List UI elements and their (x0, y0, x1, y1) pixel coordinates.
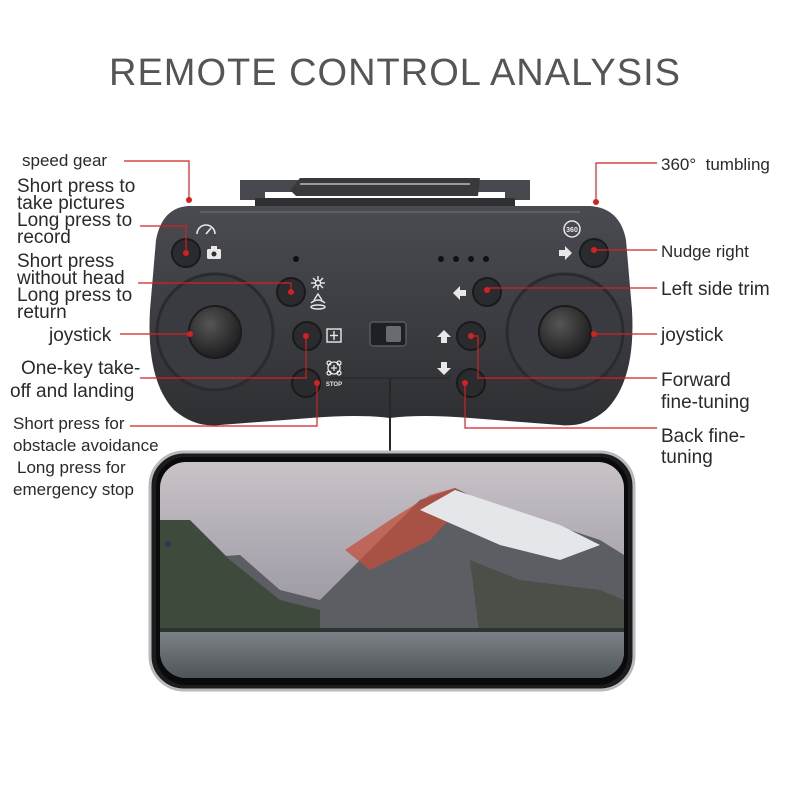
arrow-down-icon (437, 362, 451, 375)
calibrate-icon (326, 328, 342, 343)
leader-back (464, 383, 657, 429)
label-stop-line1: Long press for (17, 458, 126, 477)
flip-360-icon: 360 (563, 220, 581, 238)
page-title: REMOTE CONTROL ANALYSIS (109, 52, 681, 94)
camera-icon (207, 246, 221, 259)
label-long-press-line1: Long press to (17, 210, 133, 231)
leader-speed-gear (124, 160, 190, 200)
label-joystick-right: joystick (661, 325, 724, 346)
status-lights (293, 256, 489, 262)
label-forward-line2: fine-tuning (661, 392, 750, 413)
label-return-line2: return (17, 302, 67, 323)
leader-takeoff (140, 336, 307, 379)
power-switch[interactable] (369, 321, 407, 347)
arrow-right-icon (559, 246, 572, 260)
label-back-line1: Back fine- (661, 426, 746, 447)
label-forward-line1: Forward (661, 370, 731, 391)
left-joystick[interactable] (188, 305, 242, 359)
smartphone (148, 450, 636, 692)
controller-body (149, 206, 633, 455)
label-back-line2: tuning (661, 447, 713, 468)
leader-forward (471, 335, 657, 379)
label-joystick-left: joystick (49, 325, 112, 346)
speedometer-icon (196, 224, 216, 235)
label-obstacle-line2: obstacle avoidance (13, 436, 159, 455)
arrow-left-icon (453, 286, 466, 300)
headless-icon (311, 276, 325, 290)
phone-screen-landscape (160, 488, 624, 678)
phone-holder-clip (240, 178, 530, 210)
label-takeoff-line1: One-key take- (21, 358, 141, 379)
leader-dots (183, 197, 599, 386)
stop-label: STOP (326, 382, 342, 388)
back-trim-button[interactable] (456, 368, 486, 398)
label-short-press-line2: take pictures (17, 193, 125, 214)
leader-tumbling (595, 162, 657, 202)
label-obstacle-line1: Short press for (13, 414, 125, 433)
label-nudge-right: Nudge right (661, 242, 749, 261)
return-home-icon (310, 292, 326, 310)
leader-stop (130, 383, 318, 427)
takeoff-icon (326, 360, 342, 376)
right-joystick[interactable] (538, 305, 592, 359)
leader-camera (140, 225, 187, 253)
badge-360: 360 (566, 227, 578, 234)
label-long-press-line2: record (17, 227, 71, 248)
label-short-press-line1: Short press to (17, 176, 136, 197)
label-headless-line2: without head (17, 268, 125, 289)
leader-lines (120, 160, 657, 429)
label-speed-gear: speed gear (22, 151, 108, 170)
arrow-up-icon (437, 330, 451, 343)
label-tumbling: 360° tumbling (661, 155, 770, 174)
label-left-trim: Left side trim (661, 279, 770, 300)
label-stop-line2: emergency stop (13, 480, 134, 499)
label-headless-line1: Short press (17, 251, 115, 272)
label-takeoff-line2: off and landing (10, 381, 135, 402)
label-return-line1: Long press to (17, 285, 133, 306)
